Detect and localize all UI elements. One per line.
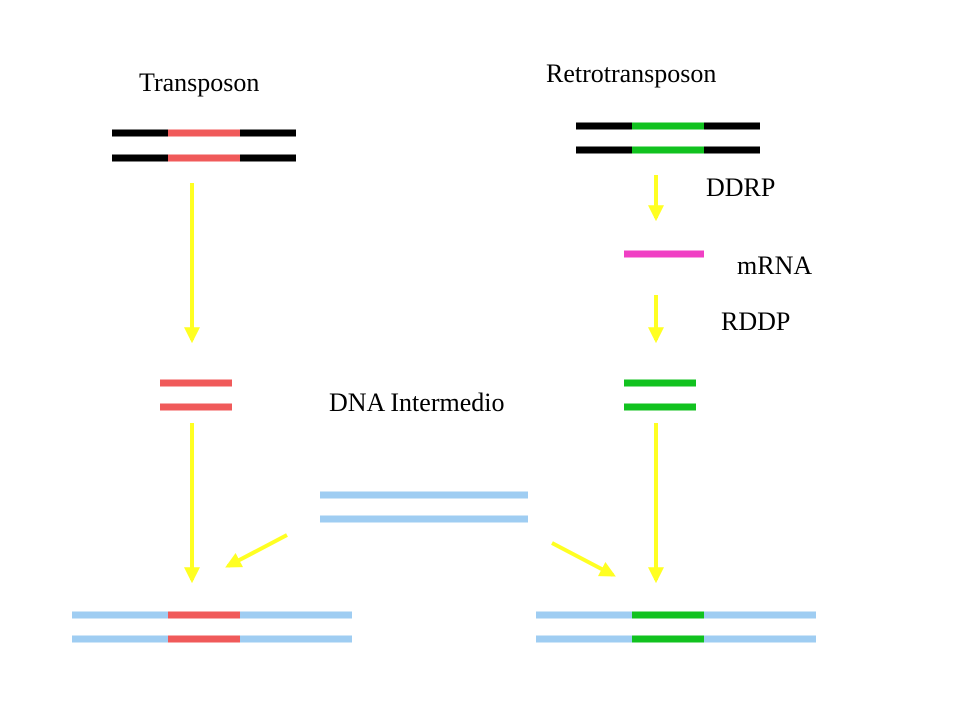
target-dna bbox=[320, 491, 528, 523]
retrotransposon-inserted-dna bbox=[536, 611, 816, 643]
retrotransposon-cdna bbox=[624, 379, 696, 411]
arrow-target-left bbox=[225, 533, 288, 568]
flow-arrows bbox=[184, 175, 664, 584]
retrotransposon-source-dna bbox=[576, 122, 760, 154]
transposon-inserted-dna bbox=[72, 611, 352, 643]
mrna-label: mRNA bbox=[737, 251, 813, 280]
rddp-label: RDDP bbox=[721, 307, 791, 336]
dna-intermediate-label: DNA Intermedio bbox=[329, 388, 505, 417]
ddrp-label: DDRP bbox=[706, 173, 776, 202]
transposon-label: Transposon bbox=[139, 68, 260, 97]
excised-transposon bbox=[160, 379, 232, 411]
arrow-target-right bbox=[551, 541, 616, 577]
transposon-source-dna bbox=[112, 129, 296, 162]
retrotransposon-label: Retrotransposon bbox=[546, 59, 717, 88]
